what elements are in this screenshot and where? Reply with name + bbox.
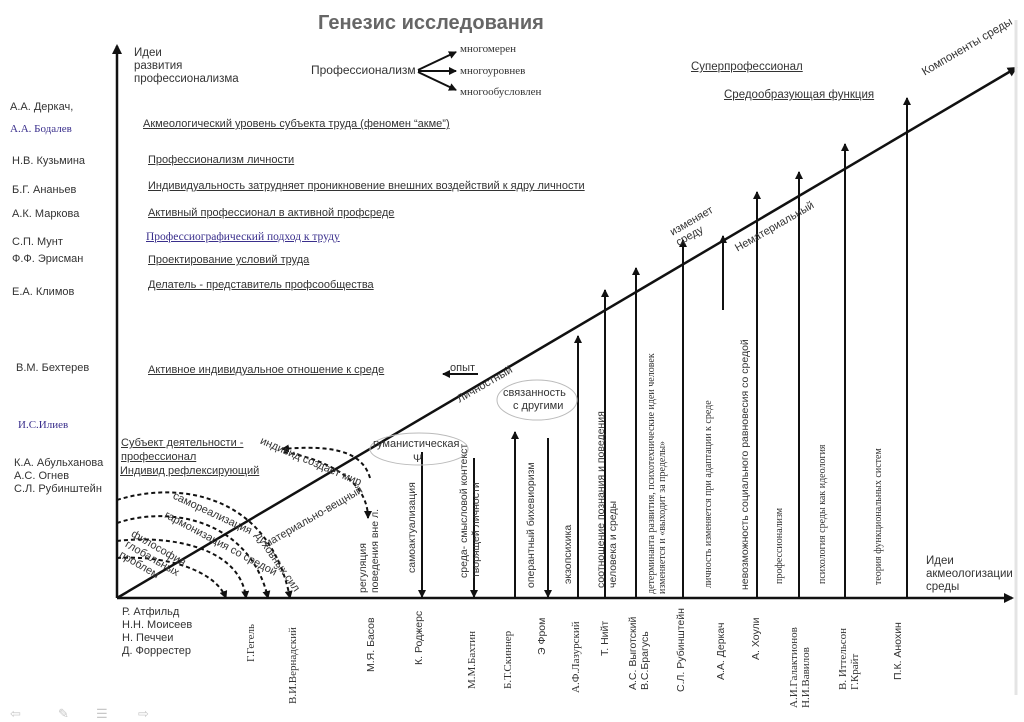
humanistic-label: гуманистическая xyxy=(373,438,460,450)
bottom-author-rot: Э Фром xyxy=(536,617,548,655)
column-note: соотношение познания и поведения человек… xyxy=(595,411,619,588)
connectedness-label: связанность xyxy=(503,387,566,399)
column-note: самоактуализация xyxy=(406,482,418,573)
author-left: А.А. Бодалев xyxy=(10,123,72,135)
bottom-author-rot: Т. Нийт xyxy=(599,620,611,656)
author-left: Б.Г. Ананьев xyxy=(12,184,77,196)
column-note: психология среды как идеология xyxy=(817,444,828,584)
column-note: экзопсихика xyxy=(562,524,574,584)
environment-function: Средообразующая функция xyxy=(724,89,875,101)
column-note: детерминанта развития, психотехнические … xyxy=(646,353,668,594)
level-label: Субъект деятельности - профессионал xyxy=(121,437,244,463)
professionalism-label: Профессионализм xyxy=(311,63,416,77)
bottom-author-rot: К. Роджерс xyxy=(413,610,425,665)
bottom-author-rot: А. Хоули xyxy=(750,617,762,660)
column-note: регуляция поведения вне л. xyxy=(357,508,381,593)
bottom-author: Д. Форрестер xyxy=(122,645,192,657)
author-left: А.С. Огнев xyxy=(14,470,70,482)
author-left: С.Л. Рубинштейн xyxy=(14,483,102,495)
y-axis-label: Идеи развития профессионализма xyxy=(134,47,239,86)
note-experience: опыт xyxy=(450,362,476,374)
author-left: К.А. Абульханова xyxy=(14,457,104,469)
level-label: Делатель - представитель профсообщества xyxy=(148,279,374,291)
psi-label: Ψ xyxy=(413,453,423,465)
professionalism-item: многомерен xyxy=(460,43,516,55)
bottom-author-rot: А.И.Галактионов Н.И.Вавилов xyxy=(788,627,813,708)
column-note: оперантный бихевиоризм xyxy=(525,462,537,588)
author-left: А.К. Маркова xyxy=(12,208,80,220)
x-axis-label: Идеи акмеологизации среды xyxy=(926,555,1013,594)
author-left: Ф.Ф. Эрисман xyxy=(12,253,84,265)
bottom-author-rot: А.А. Деркач xyxy=(715,622,727,680)
bottom-author-rot: А.Ф.Лазурский xyxy=(570,621,582,693)
back-arrow-icon[interactable]: ⇦ xyxy=(10,706,21,721)
author-left: Н.В. Кузьмина xyxy=(12,155,86,167)
bottom-author-rot: М.М.Бахтин xyxy=(466,630,478,689)
author-left: В.М. Бехтерев xyxy=(16,362,90,374)
bottom-author-rot: Б.Т.Скиннер xyxy=(502,630,514,689)
ellipse-connectedness xyxy=(496,379,578,421)
bottom-author-rot: С.Л. Рубинштейн xyxy=(675,608,687,692)
forward-arrow-icon[interactable]: ⇨ xyxy=(138,706,149,721)
level-label: Профессиографический подход к труду xyxy=(146,231,340,243)
super-professional: Суперпрофессионал xyxy=(691,61,803,73)
column-note: среда- смысловой контекст творящей лично… xyxy=(458,443,482,578)
column-note: теория функциональных систем xyxy=(873,448,884,585)
author-left: А.А. Деркач, xyxy=(10,101,74,113)
professionalism-item: многообусловлен xyxy=(460,86,542,98)
page-title: Генезис исследования xyxy=(318,12,544,34)
level-label: Индивидуальность затрудняет проникновени… xyxy=(148,180,585,192)
level-label: Индивид рефлексирующий xyxy=(120,465,260,477)
professionalism-item: многоуровнев xyxy=(460,65,526,77)
level-label: Активное индивидуальное отношение к сред… xyxy=(148,364,385,376)
column-note: личность изменяется при адаптации к сред… xyxy=(703,400,714,588)
bottom-author-rot: П.К. Анохин xyxy=(892,622,904,680)
level-label: Активный профессионал в активной профсре… xyxy=(148,207,395,219)
menu-icon[interactable]: ☰ xyxy=(96,706,108,721)
connectedness-label: с другими xyxy=(513,400,564,412)
bottom-author-rot: М.Я. Басов xyxy=(365,617,377,672)
author-left: С.П. Мунт xyxy=(12,236,63,248)
bottom-author: Р. Атфильд xyxy=(122,606,180,618)
level-label: Профессионализм личности xyxy=(148,154,295,166)
ellipse-humanistic xyxy=(369,432,469,466)
author-left: И.С.Илиев xyxy=(18,419,69,431)
bottom-author-rot: В.И.Вернадский xyxy=(287,627,299,704)
column-note: профессионализм xyxy=(774,507,785,584)
level-label: Акмеологический уровень субъекта труда (… xyxy=(143,118,450,130)
diagonal-axis xyxy=(116,66,1018,600)
bottom-author-rot: Г.Гегель xyxy=(245,623,257,662)
column-note: невозможность социального равновесия со … xyxy=(739,339,751,590)
pen-icon[interactable]: ✎ xyxy=(58,706,69,721)
bottom-author: Н.Н. Моисеев xyxy=(122,619,193,631)
bottom-author: Н. Печчеи xyxy=(122,632,174,644)
author-left: Е.А. Климов xyxy=(12,286,75,298)
level-label: Проектирование условий труда xyxy=(148,254,310,266)
bottom-author-rot: А.С. Выготский В.С.Брагусь xyxy=(627,616,651,690)
bottom-author-rot: В. Иттельсон Г.Крайт xyxy=(837,627,862,690)
